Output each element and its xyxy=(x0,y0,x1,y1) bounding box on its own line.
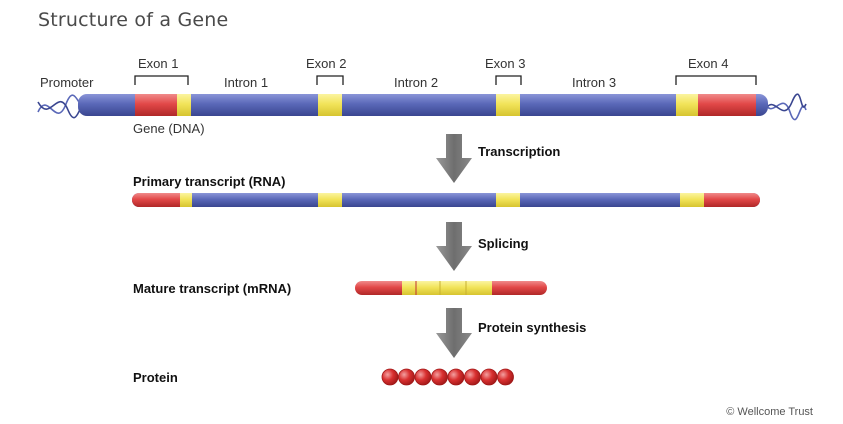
promoter-label: Promoter xyxy=(40,75,94,90)
protein-bead-chain xyxy=(381,368,514,386)
amino-acid-bead xyxy=(447,368,465,386)
exon-2-label: Exon 2 xyxy=(306,56,347,71)
gene-dna-label: Gene (DNA) xyxy=(133,121,205,136)
intron-3-label: Intron 3 xyxy=(572,75,617,90)
amino-acid-bead xyxy=(414,368,432,386)
mature-transcript-label: Mature transcript (mRNA) xyxy=(133,281,292,296)
splicing-label: Splicing xyxy=(478,236,529,251)
copyright-credit: © Wellcome Trust xyxy=(726,406,813,418)
amino-acid-bead xyxy=(480,368,498,386)
diagram-title: Structure of a Gene xyxy=(38,9,229,31)
gene-dna-bar xyxy=(78,94,768,116)
transcription-arrow-icon xyxy=(436,134,472,183)
primary-transcript-label: Primary transcript (RNA) xyxy=(133,174,286,189)
primary-transcript-bar xyxy=(132,193,760,207)
protein-synthesis-arrow-icon xyxy=(436,308,472,358)
mature-transcript-bar xyxy=(355,281,547,295)
exon-brackets xyxy=(134,75,757,85)
protein-label: Protein xyxy=(133,370,178,385)
amino-acid-bead xyxy=(464,368,481,386)
intron-2-label: Intron 2 xyxy=(394,75,439,90)
amino-acid-bead xyxy=(381,368,399,386)
exon-1-label: Exon 1 xyxy=(138,56,179,71)
amino-acid-bead xyxy=(497,368,514,386)
exon-3-label: Exon 3 xyxy=(485,56,526,71)
intron-1-label: Intron 1 xyxy=(224,75,269,90)
dna-helix-right-icon xyxy=(763,93,807,121)
amino-acid-bead xyxy=(398,368,415,386)
exon-4-label: Exon 4 xyxy=(688,56,729,71)
splicing-arrow-icon xyxy=(436,222,472,271)
protein-synthesis-label: Protein synthesis xyxy=(478,320,587,335)
amino-acid-bead xyxy=(431,368,448,386)
transcription-label: Transcription xyxy=(478,144,561,159)
